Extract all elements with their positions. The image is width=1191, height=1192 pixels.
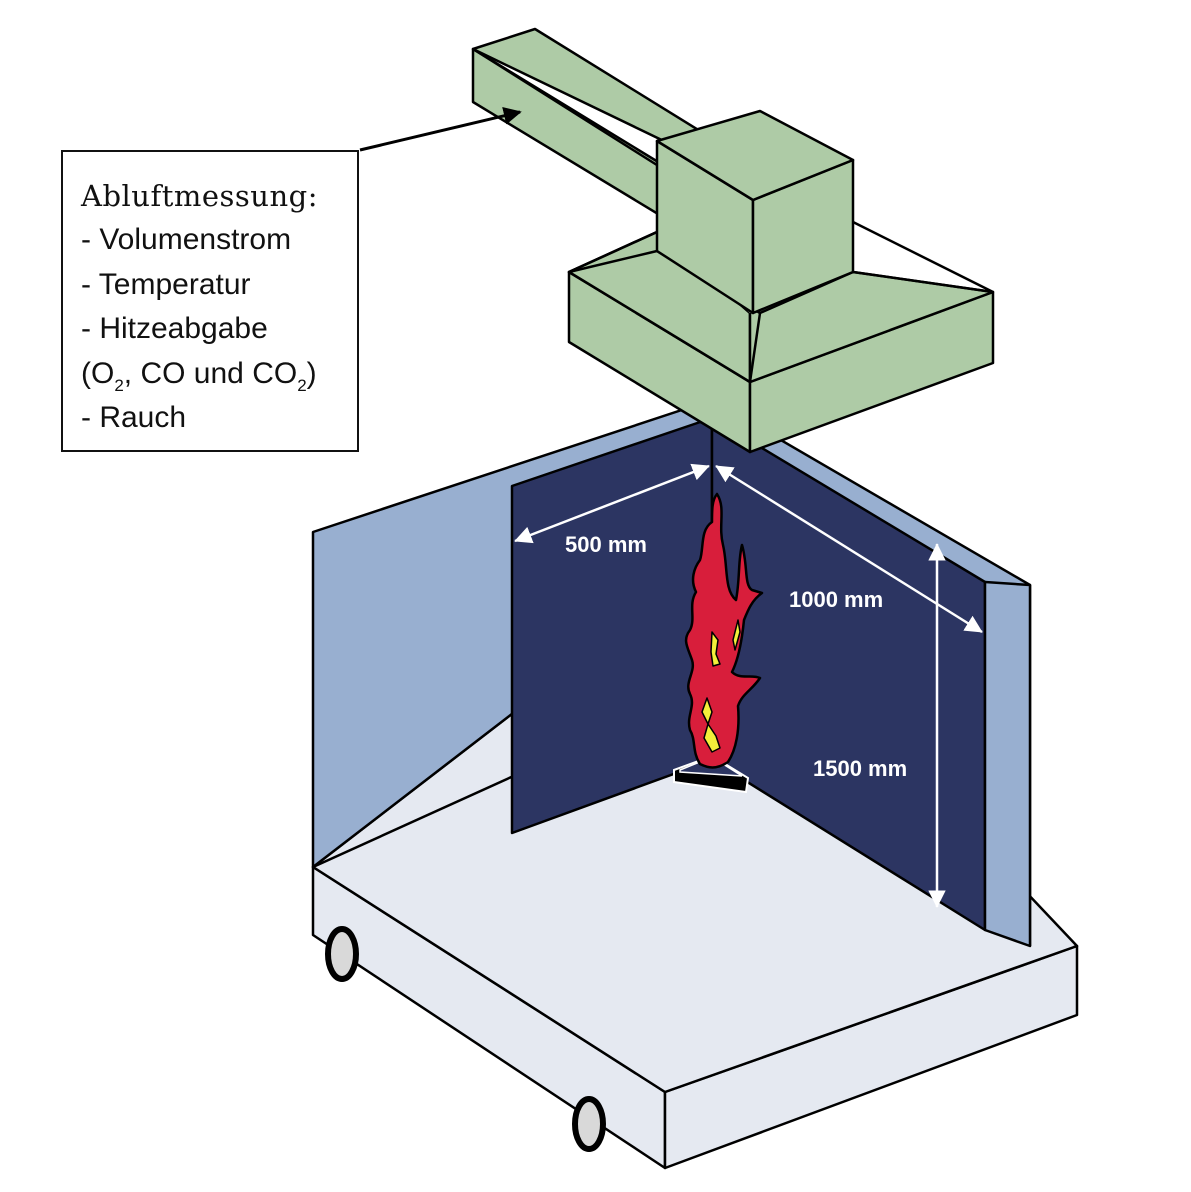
exhaust-measurement-callout: Abluftmessung: - Volumenstrom - Temperat… [61,150,359,452]
dim-label-500: 500 mm [565,532,647,557]
gas-sub-co2: 2 [297,375,307,395]
flame [684,492,764,769]
callout-title: Abluftmessung: [81,179,318,213]
dim-label-1000: 1000 mm [789,587,884,612]
dim-500-line [514,463,710,544]
callout-item-heat-release: - Hitzeabgabe [81,312,268,345]
wheel-front [572,1096,606,1152]
gas-sub-o2: 2 [114,375,124,395]
dim-label-1500: 1500 mm [813,756,908,781]
callout-item-temperature: - Temperatur [81,267,251,301]
callout-leader-arrow [359,106,522,152]
smoke-hood [567,109,995,454]
gas-middle: , CO und CO [123,356,298,390]
callout-item-gases: (O2, CO und CO2) [81,352,357,397]
wheels [325,926,606,1152]
flame-body [684,492,764,769]
wheel-rear [325,926,359,982]
flame-core-upper [710,631,721,667]
flame-core-lower [701,697,721,753]
gas-open: (O [81,356,115,390]
dimension-lines [514,463,983,908]
callout-item-smoke: - Rauch [81,401,187,434]
flame-core-small [732,619,741,651]
gas-close: ) [306,356,317,390]
hood-box-top [655,109,855,202]
callout-item-volume-flow: - Volumenstrom [81,223,292,256]
